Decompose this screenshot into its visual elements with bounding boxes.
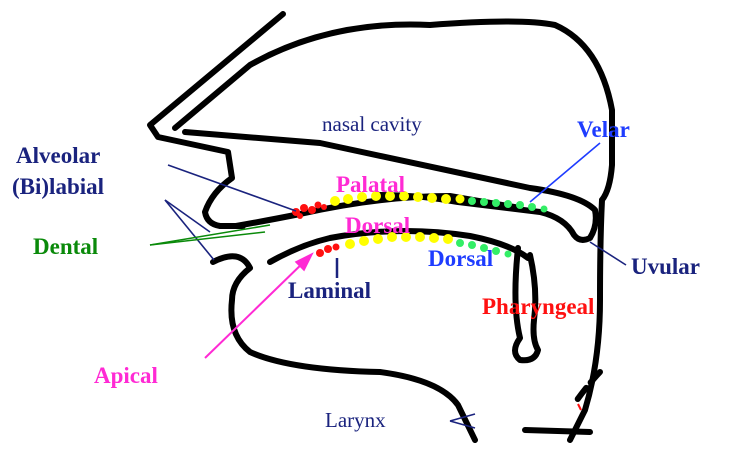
palatal-label: Palatal (336, 172, 405, 197)
alveolar-label: Alveolar (16, 143, 100, 168)
uvular-pointer (590, 242, 626, 265)
laminal-label: Laminal (288, 278, 371, 303)
nasal-cavity-label: nasal cavity (322, 112, 422, 136)
larynx-label: Larynx (325, 408, 386, 432)
dental-pointer-lower (150, 232, 265, 245)
dental-label: Dental (33, 234, 98, 259)
dorsal-lower-label: Dorsal (428, 246, 493, 271)
vocal-fold-line (525, 430, 590, 432)
labels: nasal cavity Velar Alveolar (Bi)labial P… (12, 112, 700, 432)
dental-pointer-upper (150, 225, 270, 245)
apical-pointer (205, 258, 308, 358)
nose-bridge-line (150, 14, 283, 226)
pharyngeal-label: Pharyngeal (482, 294, 594, 319)
apical-tip-region (316, 244, 340, 258)
uvular-label: Uvular (631, 254, 700, 279)
dorsal-upper-label: Dorsal (345, 213, 410, 238)
bilabial-label: (Bi)labial (12, 174, 104, 199)
velar-label: Velar (577, 117, 630, 142)
larynx-pointer-dot (578, 404, 581, 410)
larynx-pointer-b (450, 421, 475, 428)
head-outline (150, 14, 475, 440)
apical-label: Apical (94, 363, 158, 388)
